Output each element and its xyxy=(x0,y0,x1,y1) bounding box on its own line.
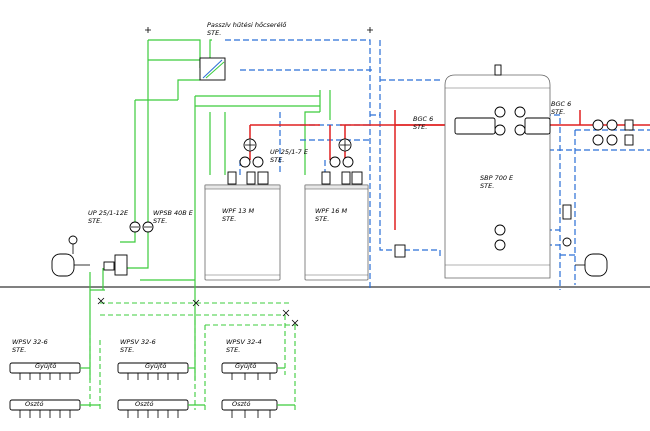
wpf13-label: WPF 13 M xyxy=(222,207,254,215)
bgc-right-label: BGC 6 xyxy=(551,100,571,108)
bgc-left-label: BGC 6 xyxy=(413,115,433,123)
manifold-2: WPSV 32-6 STE. Gyűjtő Osztó xyxy=(117,338,189,418)
heat-pump-fittings xyxy=(227,138,363,185)
valve-marks xyxy=(97,27,373,327)
sbp-label: SBP 700 E xyxy=(480,174,514,182)
wpf16-label: WPF 16 M xyxy=(315,207,347,215)
expansion-vessel-right xyxy=(575,253,608,277)
gyujto1-label: Gyűjtő xyxy=(35,361,57,370)
wpf13-sub: STE. xyxy=(222,215,236,223)
wpsv3-sub: STE. xyxy=(226,346,240,354)
green-underfloor-lines xyxy=(89,302,300,410)
green-pipes xyxy=(89,39,331,380)
gyujto3-label: Gyűjtő xyxy=(235,361,257,370)
wpsv1-sub: STE. xyxy=(12,346,26,354)
passive-heat-exchanger: Passzív hűtési hőcserélő STE. xyxy=(199,20,287,81)
wpsb-sub: STE. xyxy=(153,217,167,225)
expansion-vessel-left xyxy=(51,235,90,277)
wpsv1-label: WPSV 32-6 xyxy=(12,338,48,346)
pump-up25-7-label: UP 25/1-7 E xyxy=(270,148,309,156)
pump-up25-12-label: UP 25/1-12E xyxy=(88,209,129,217)
oszto3-label: Osztó xyxy=(232,400,250,408)
tank-inlet-fitting xyxy=(394,244,406,258)
storage-tank-sbp700: SBP 700 E STE. xyxy=(444,64,551,279)
red-pipes xyxy=(249,110,650,230)
pump-up25-12-sub: STE. xyxy=(88,217,102,225)
manifold-3: WPSV 32-4 STE. Gyűjtő Osztó xyxy=(221,338,278,418)
manifold-1: WPSV 32-6 STE. Gyűjtő Osztó xyxy=(9,338,81,418)
sbp-sub: STE. xyxy=(480,182,494,190)
heat-pump-wpf13: WPF 13 M STE. xyxy=(204,184,281,281)
wpf16-sub: STE. xyxy=(315,215,329,223)
oszto1-label: Osztó xyxy=(25,400,43,408)
bgc-left-sub: STE. xyxy=(413,123,427,131)
gyujto2-label: Gyűjtő xyxy=(145,361,167,370)
brine-pumps xyxy=(103,221,154,276)
pump-up25-7-sub: STE. xyxy=(270,156,284,164)
heat-exchanger-sub: STE. xyxy=(207,29,221,37)
wpsv2-label: WPSV 32-6 xyxy=(120,338,156,346)
heat-exchanger-label: Passzív hűtési hőcserélő xyxy=(207,20,287,29)
wpsb-label: WPSB 40B E xyxy=(153,209,194,217)
heat-pump-wpf16: WPF 16 M STE. xyxy=(304,184,369,281)
right-valves xyxy=(562,119,634,247)
wpsv3-label: WPSV 32-4 xyxy=(226,338,262,346)
blue-pipes xyxy=(225,39,650,290)
oszto2-label: Osztó xyxy=(135,400,153,408)
bgc-right-sub: STE. xyxy=(551,108,565,116)
wpsv2-sub: STE. xyxy=(120,346,134,354)
